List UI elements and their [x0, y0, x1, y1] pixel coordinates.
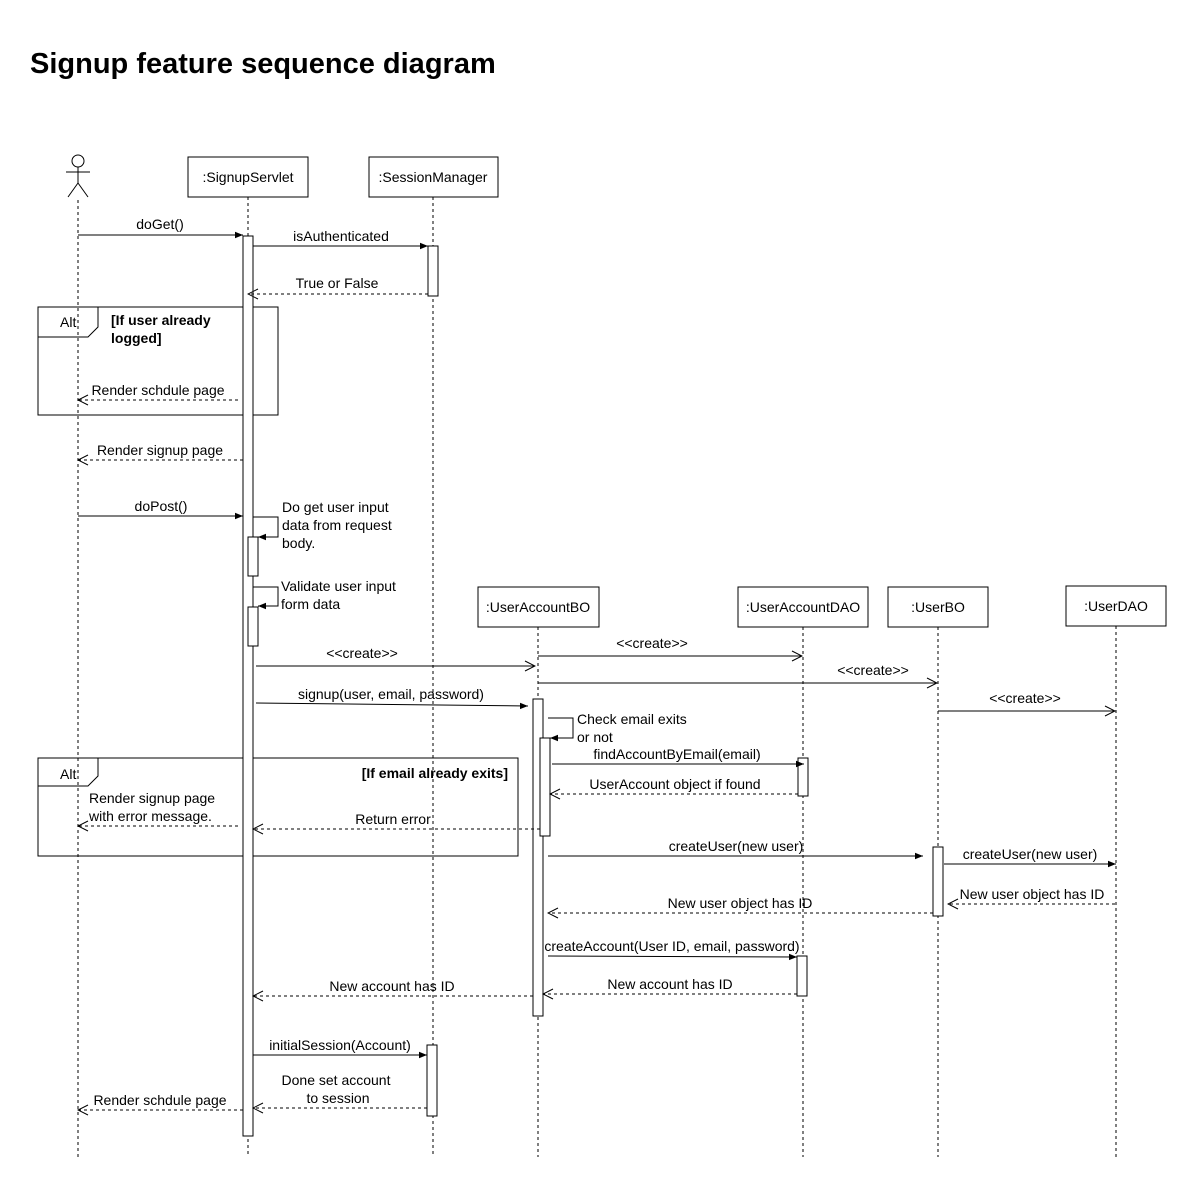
activation-bar: [796, 955, 808, 997]
message-label: New account has ID: [329, 978, 454, 994]
message-label: Render schdule page: [93, 1092, 226, 1108]
messages: doGet() isAuthenticated True or False Re…: [78, 216, 1116, 1110]
alt-guard: [If email already exits]: [362, 765, 508, 781]
self-message-arrow: [548, 717, 574, 742]
message-label: <<create>>: [616, 635, 688, 651]
message-label: <<create>>: [837, 662, 909, 678]
participant-label: :UserBO: [911, 599, 965, 615]
message-label: UserAccount object if found: [589, 776, 760, 792]
participant-label: :SessionManager: [379, 169, 488, 185]
participant-label: :UserAccountDAO: [746, 599, 860, 615]
message-label: Render signup page: [89, 790, 215, 806]
alt-guard: logged]: [111, 330, 162, 346]
participant-signup-servlet: :SignupServlet: [187, 156, 309, 198]
message-label: with error message.: [88, 808, 212, 824]
participant-user-bo: :UserBO: [887, 586, 989, 628]
alt-keyword: Alt: [60, 314, 76, 330]
message-label: doPost(): [135, 498, 188, 514]
alt-fragment-email-exists: Alt [If email already exits]: [37, 757, 519, 857]
activation-bar: [539, 737, 551, 837]
activations: [242, 235, 944, 1137]
activation-bar: [426, 1044, 438, 1117]
diagram-title: Signup feature sequence diagram: [30, 48, 496, 80]
message-label: Render schdule page: [91, 382, 224, 398]
participant-label: :UserDAO: [1084, 598, 1148, 614]
alt-fragment-user-logged: Alt [If user already logged]: [37, 306, 279, 416]
message-label: <<create>>: [989, 690, 1061, 706]
message-label: True or False: [296, 275, 379, 291]
message-arrow: [547, 953, 798, 961]
message-label: New user object has ID: [668, 895, 813, 911]
participant-user-account-dao: :UserAccountDAO: [737, 586, 869, 628]
actor-icon: [66, 154, 90, 198]
message-label: createAccount(User ID, email, password): [544, 938, 799, 954]
lifelines: [77, 197, 1117, 1157]
message-label: Check email exits: [577, 711, 687, 727]
message-label: createUser(new user): [669, 838, 804, 854]
participant-label: :SignupServlet: [202, 169, 293, 185]
activation-bar: [247, 536, 259, 577]
activation-bar: [242, 235, 254, 1137]
participant-user-dao: :UserDAO: [1065, 585, 1167, 627]
message-label: Do get user input: [282, 499, 389, 515]
participant-user-account-bo: :UserAccountBO: [477, 586, 600, 628]
message-label: form data: [281, 596, 340, 612]
message-label: body.: [282, 535, 315, 551]
message-label: doGet(): [136, 216, 183, 232]
alt-guard: [If user already: [111, 312, 211, 328]
message-label: to session: [306, 1090, 369, 1106]
message-label: <<create>>: [326, 645, 398, 661]
self-message-arrow: [253, 586, 279, 610]
activation-bar: [427, 245, 439, 297]
message-label: Validate user input: [281, 578, 396, 594]
activation-bar: [932, 846, 944, 917]
message-label: New account has ID: [607, 976, 732, 992]
participant-session-manager: :SessionManager: [368, 156, 499, 198]
alt-keyword: Alt: [60, 766, 76, 782]
message-arrow: [255, 702, 529, 710]
message-label: Render signup page: [97, 442, 223, 458]
message-label: findAccountByEmail(email): [593, 746, 760, 762]
message-label: signup(user, email, password): [298, 686, 484, 702]
message-label: initialSession(Account): [269, 1037, 411, 1053]
message-label: Return error: [355, 811, 431, 827]
activation-bar: [247, 606, 259, 647]
message-label: or not: [577, 729, 613, 745]
self-message-arrow: [253, 516, 279, 541]
message-label: createUser(new user): [963, 846, 1098, 862]
activation-bar: [797, 757, 809, 797]
activation-bar: [532, 698, 544, 1017]
message-label: New user object has ID: [960, 886, 1105, 902]
participant-label: :UserAccountBO: [486, 599, 590, 615]
message-label: data from request: [282, 517, 392, 533]
message-label: Done set account: [282, 1072, 391, 1088]
message-label: isAuthenticated: [293, 228, 389, 244]
